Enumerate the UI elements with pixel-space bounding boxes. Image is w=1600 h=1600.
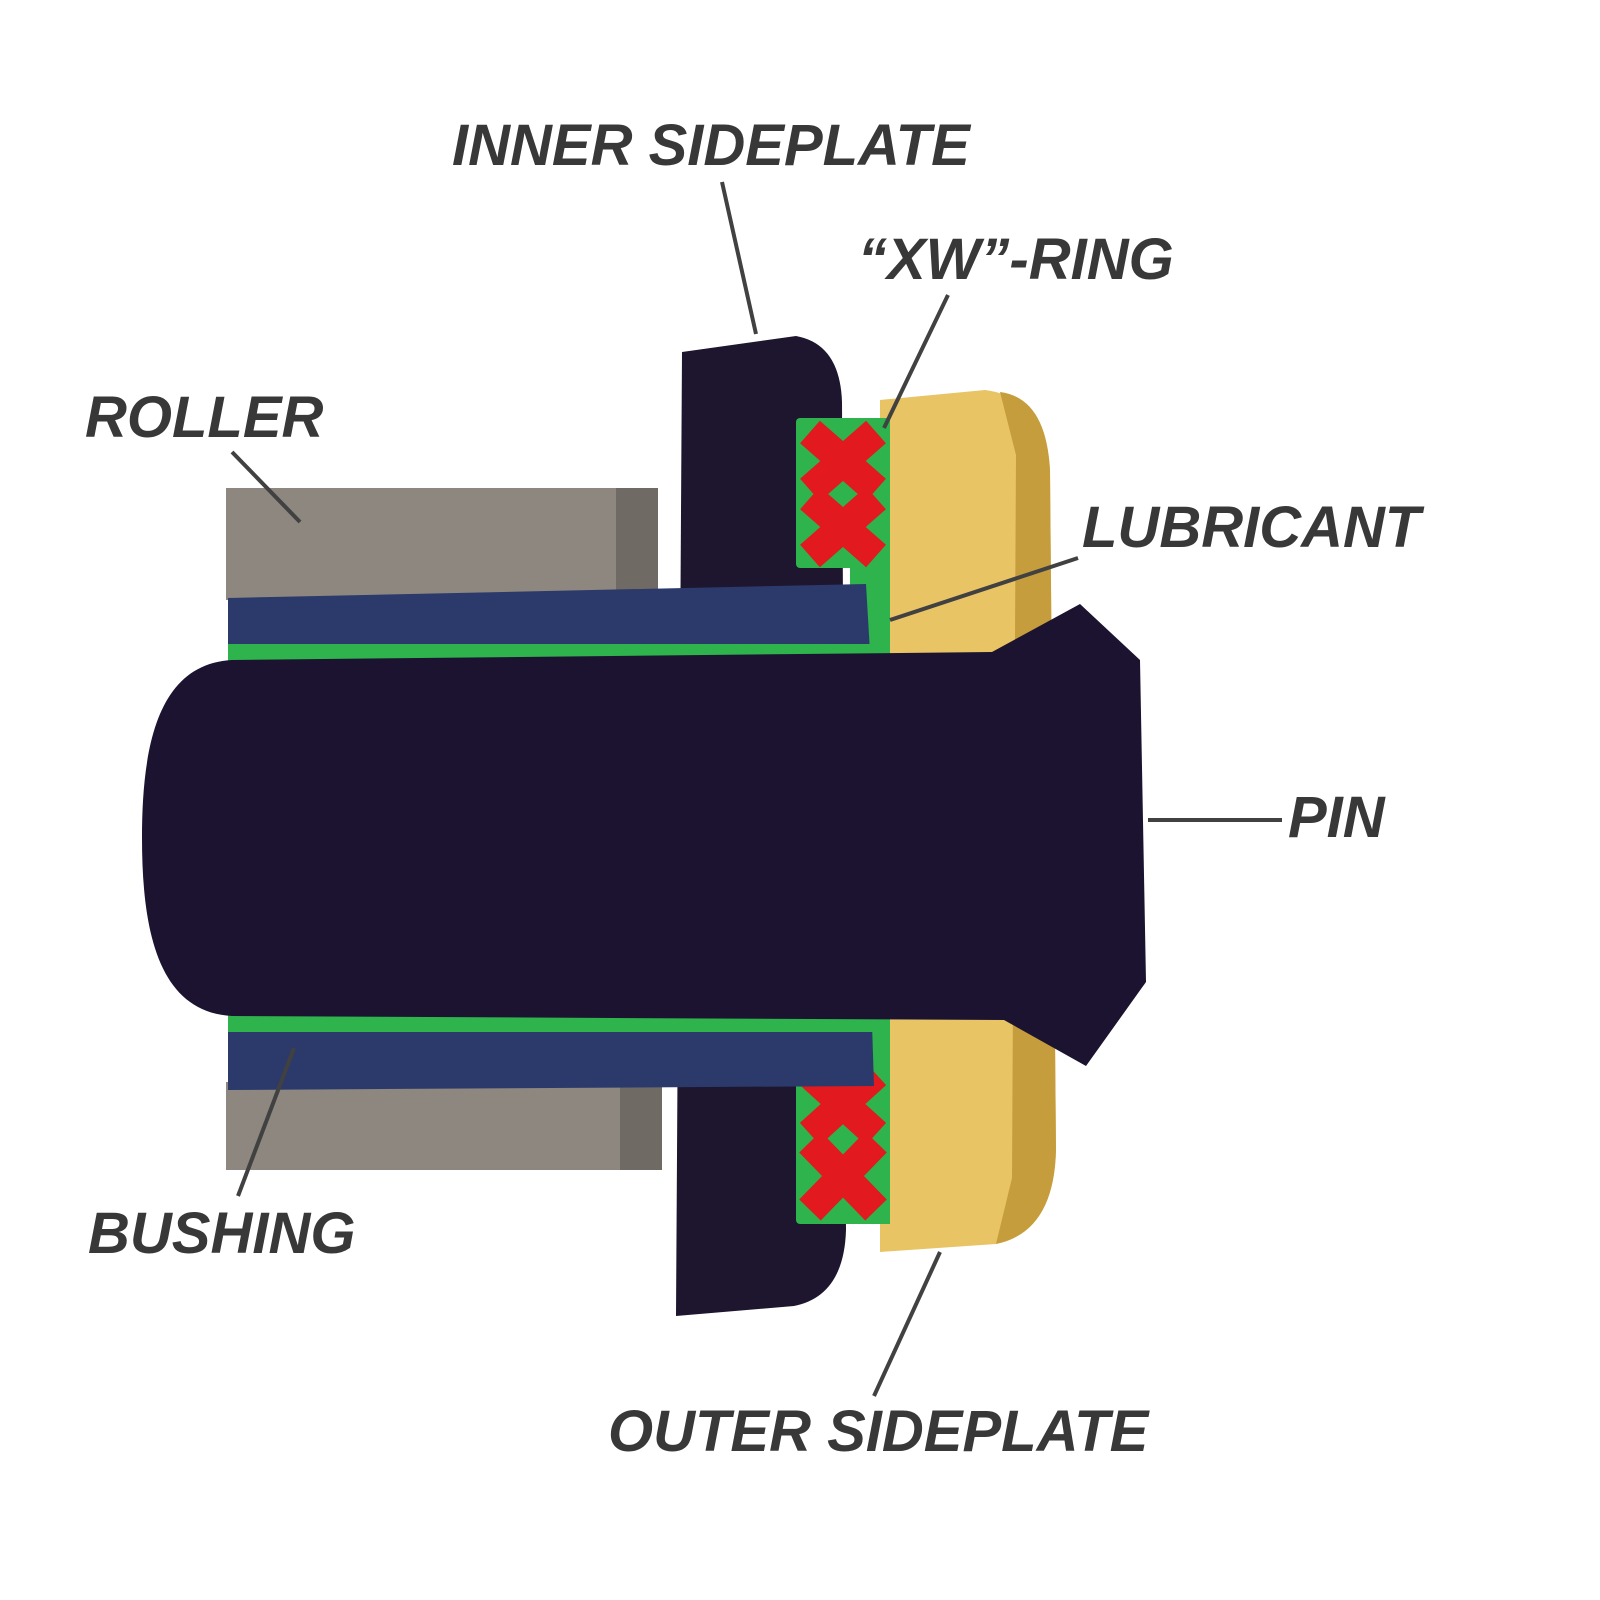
bushing-top-shape — [228, 584, 870, 656]
leader-line-inner-sideplate — [720, 181, 758, 335]
label-inner-sideplate: INNER SIDEPLATE — [452, 113, 970, 178]
roller-bottom-edge-shade — [620, 1082, 662, 1170]
roller-bottom-shape — [226, 1082, 662, 1170]
roller-top-shape — [226, 488, 658, 600]
pin-shape — [142, 604, 1146, 1066]
leader-line-bushing — [236, 1047, 296, 1197]
label-roller: ROLLER — [85, 385, 324, 450]
leader-line-lubricant — [889, 556, 1079, 622]
label-bushing: BUSHING — [88, 1201, 356, 1266]
bushing-bottom-shape — [228, 1024, 874, 1090]
roller-top-edge-shade — [616, 488, 658, 600]
leader-line-xw-ring — [882, 294, 950, 429]
label-pin: PIN — [1288, 785, 1385, 850]
label-xw-ring: “XW”-RING — [858, 227, 1174, 292]
xw-ring-top-shape — [800, 420, 886, 568]
leader-line-roller — [230, 450, 302, 524]
leader-lines — [230, 181, 1282, 1397]
label-lubricant: LUBRICANT — [1082, 495, 1421, 560]
label-outer-sideplate: OUTER SIDEPLATE — [608, 1399, 1149, 1464]
leader-line-outer-sideplate — [872, 1251, 942, 1397]
